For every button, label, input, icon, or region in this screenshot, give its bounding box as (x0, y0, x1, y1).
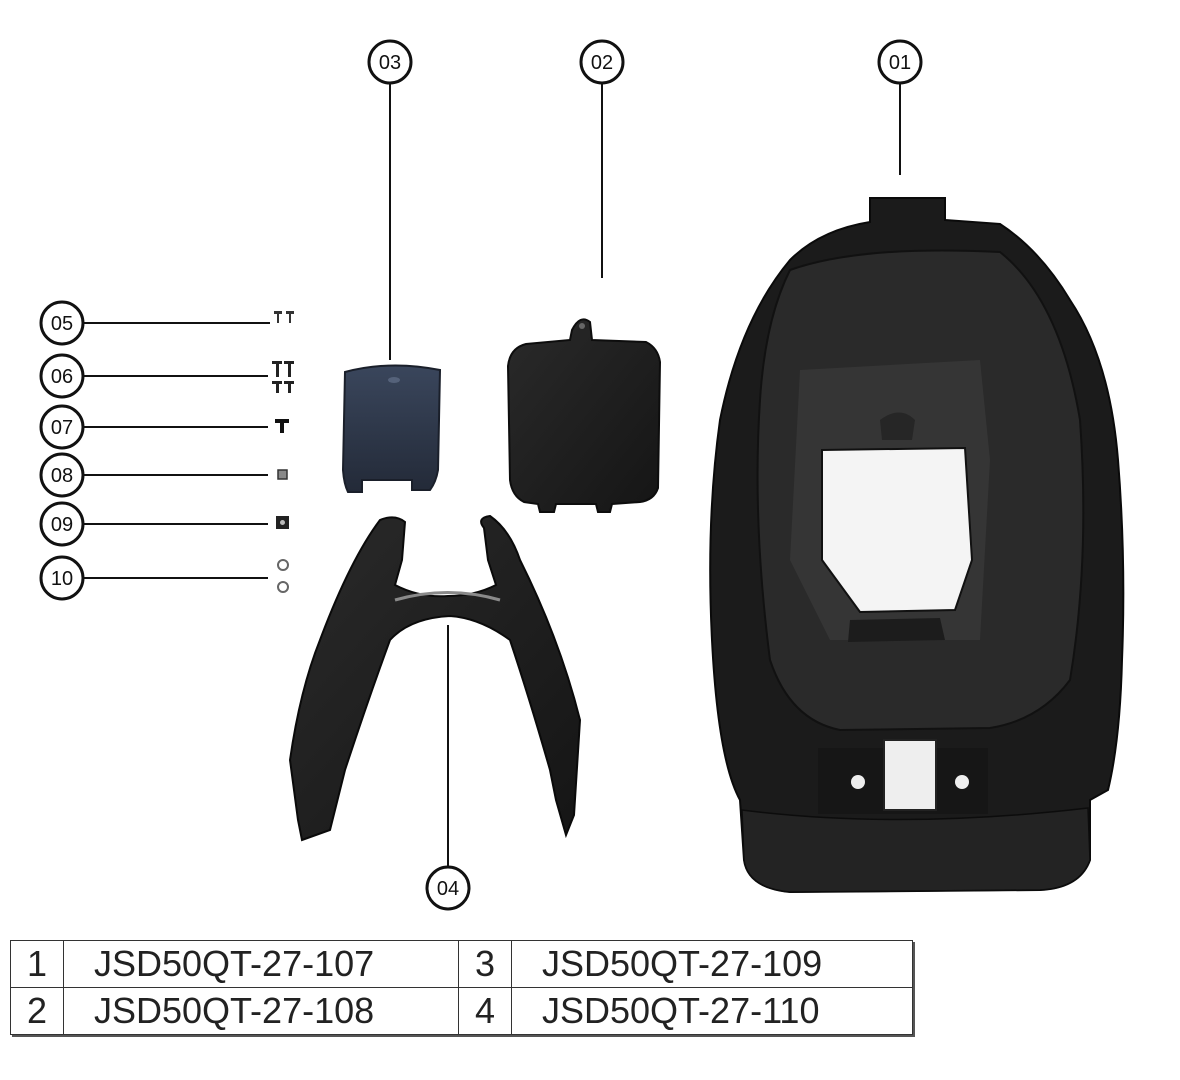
part-03-cover (341, 364, 442, 493)
part-number: 1 (10, 940, 64, 988)
callout-06: 06 (39, 353, 268, 399)
callout-03-label: 03 (379, 52, 401, 74)
callout-03: 03 (367, 39, 413, 360)
exploded-parts-diagram: 01 02 03 04 05 06 07 08 09 (39, 39, 1125, 911)
table-row: 2 JSD50QT-27-108 (10, 987, 465, 1035)
part-number: 3 (458, 940, 512, 988)
part-number: 2 (10, 987, 64, 1035)
callout-01: 01 (877, 39, 923, 175)
table-row: 4 JSD50QT-27-110 (458, 987, 913, 1035)
callout-05: 05 (39, 300, 270, 346)
part-01-storage-tub (709, 197, 1125, 894)
screw-05-icon (274, 311, 294, 323)
clip-08-icon (277, 469, 288, 480)
callout-07-label: 07 (51, 417, 73, 439)
table-row: 1 JSD50QT-27-107 (10, 940, 465, 988)
part-04-cowl (288, 514, 582, 842)
callout-06-label: 06 (51, 366, 73, 388)
callout-09-label: 09 (51, 514, 73, 536)
callout-07: 07 (39, 404, 268, 450)
callout-10-label: 10 (51, 568, 73, 590)
callout-10: 10 (39, 555, 268, 601)
table-row: 3 JSD50QT-27-109 (458, 940, 913, 988)
washer-10-icon (277, 559, 289, 593)
callout-08: 08 (39, 452, 268, 498)
part-code: JSD50QT-27-109 (511, 940, 913, 988)
part-code: JSD50QT-27-110 (511, 987, 913, 1035)
callout-02-label: 02 (591, 52, 613, 74)
part-number: 4 (458, 987, 512, 1035)
callout-04-label: 04 (437, 878, 459, 900)
nut-09-icon (276, 516, 289, 529)
part-code: JSD50QT-27-108 (63, 987, 465, 1035)
callout-05-label: 05 (51, 313, 73, 335)
part-02-cover (506, 318, 662, 513)
callout-02: 02 (579, 39, 625, 278)
screw-06-icon (272, 361, 294, 393)
callout-09: 09 (39, 501, 268, 547)
parts-table-right: 3 JSD50QT-27-109 4 JSD50QT-27-110 (458, 940, 913, 1035)
callout-04: 04 (425, 625, 471, 911)
callout-08-label: 08 (51, 465, 73, 487)
bolt-07-icon (275, 419, 289, 433)
part-code: JSD50QT-27-107 (63, 940, 465, 988)
callout-01-label: 01 (889, 52, 911, 74)
parts-table-left: 1 JSD50QT-27-107 2 JSD50QT-27-108 (10, 940, 465, 1035)
